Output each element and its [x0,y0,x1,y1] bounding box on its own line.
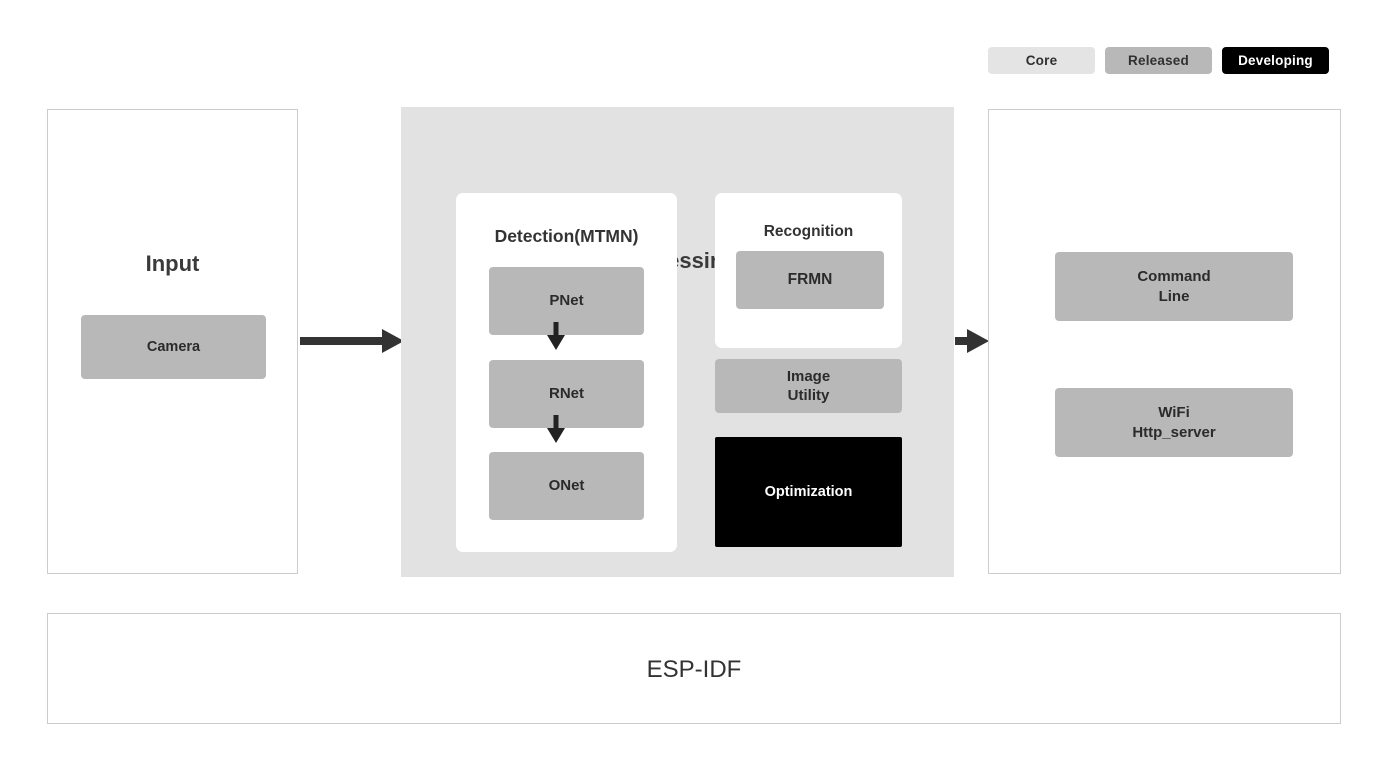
node-camera[interactable]: Camera [81,315,266,379]
node-wifi-http-server[interactable]: WiFi Http_server [1055,388,1293,457]
legend-chip-developing-label: Developing [1238,53,1313,68]
arrow-input-to-processing [300,329,404,353]
panel-input-title: Input [145,251,200,276]
node-pnet[interactable]: PNet [489,267,644,335]
card-detection-title: Detection(MTMN) [494,226,639,246]
card-recognition-title: Recognition [763,223,854,240]
panel-esp-idf: ESP-IDF [47,613,1341,724]
node-optimization[interactable]: Optimization [715,437,902,547]
arrow-processing-to-output [955,329,989,353]
card-recognition: Recognition FRMN [715,193,902,348]
arrow-rnet-to-onet [547,415,565,443]
legend-chip-core[interactable]: Core [988,47,1095,74]
node-command-line[interactable]: Command Line [1055,252,1293,321]
card-detection: Detection(MTMN) PNet RNet ONet [456,193,677,552]
panel-output: Output Command Line WiFi Http_server [988,109,1341,574]
node-image-utility[interactable]: Image Utility [715,359,902,413]
node-frmn[interactable]: FRMN [736,251,884,309]
node-rnet[interactable]: RNet [489,360,644,428]
arrow-pnet-to-rnet [547,322,565,350]
panel-processing: Processing Detection(MTMN) PNet RNet ONe… [401,107,954,577]
legend-chip-released[interactable]: Released [1105,47,1212,74]
legend-chip-core-label: Core [1025,53,1058,68]
legend-chip-released-label: Released [1128,53,1189,68]
panel-input: Input Camera [47,109,298,574]
node-onet[interactable]: ONet [489,452,644,520]
esp-idf-label: ESP-IDF [646,656,742,683]
legend-chip-developing[interactable]: Developing [1222,47,1329,74]
legend: Core Released Developing [988,47,1329,74]
